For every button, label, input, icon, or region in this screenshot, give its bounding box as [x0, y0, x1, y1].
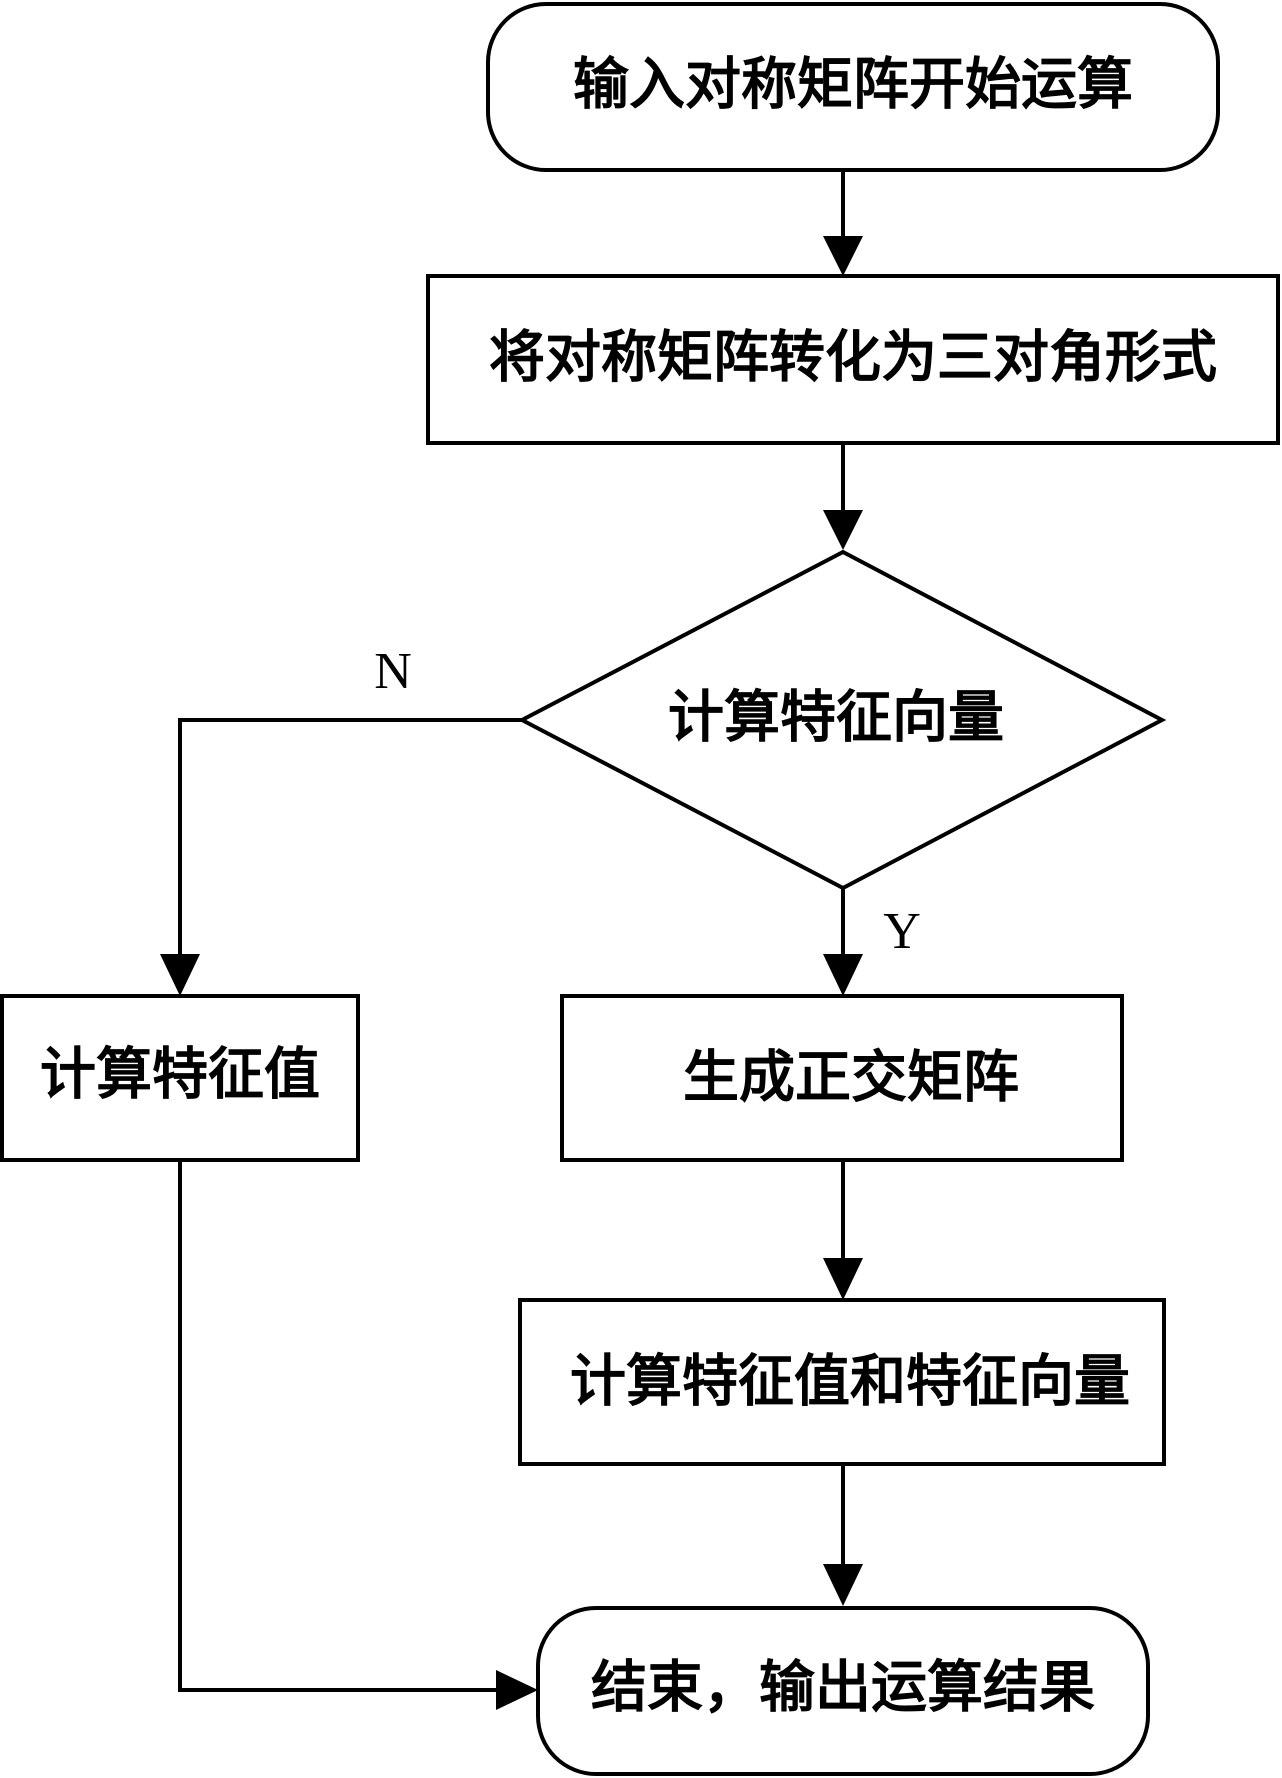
tridiagonal-node-label: 将对称矩阵转化为三对角形式 [489, 325, 1217, 391]
arrowhead-both-to-end [823, 1564, 863, 1606]
orthogonal-node [560, 994, 1124, 1162]
end-node-label: 结束，输出运算结果 [591, 1655, 1095, 1721]
start-node [486, 2, 1220, 172]
eigenvalues-node-label: 计算特征值 [40, 1042, 320, 1108]
both-node-label: 计算特征值和特征向量 [570, 1349, 1130, 1415]
orthogonal-node-label: 生成正交矩阵 [683, 1045, 1019, 1111]
arrowhead-start-to-tridiagonal [823, 236, 863, 276]
start-node-label: 输入对称矩阵开始运算 [573, 52, 1133, 118]
arrowhead-tridiagonal-to-decision [823, 510, 863, 550]
tridiagonal-node [426, 274, 1280, 445]
arrowhead-decision-yes [823, 954, 863, 996]
end-node [536, 1606, 1150, 1776]
edge-eigenvalues-to-end [178, 1160, 500, 1692]
arrowhead-eigenvalues-to-end [496, 1670, 538, 1710]
arrowhead-decision-no [160, 954, 200, 996]
yes-branch-label: Y [883, 903, 921, 960]
arrowhead-orthogonal-to-both [823, 1258, 863, 1300]
decision-node-label: 计算特征向量 [668, 685, 1004, 751]
no-branch-label: N [374, 643, 412, 700]
edge-decision-no [178, 718, 522, 958]
